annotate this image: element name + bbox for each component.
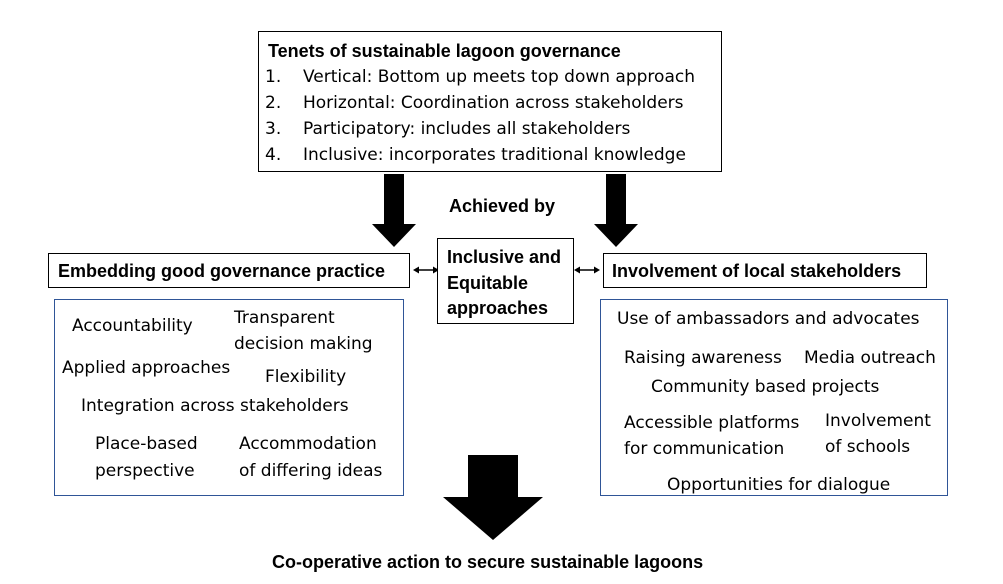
left-item: Transparent — [234, 308, 335, 328]
left-item: of differing ideas — [239, 461, 383, 481]
right-title: Involvement of local stakeholders — [612, 261, 902, 281]
achieved-by-label: Achieved by — [449, 196, 556, 216]
left-item: Place-based — [95, 434, 198, 454]
big-down-arrow — [443, 455, 543, 540]
right-item: Use of ambassadors and advocates — [617, 309, 920, 329]
down-arrow-left — [372, 174, 416, 247]
left-item: Accommodation — [239, 434, 377, 454]
right-item: Involvement — [825, 411, 931, 431]
center-line-2: Equitable — [447, 273, 529, 293]
left-item: Flexibility — [265, 367, 347, 387]
right-item: Accessible platforms — [624, 413, 800, 433]
left-list-box — [54, 299, 404, 496]
double-arrow-left — [413, 266, 439, 274]
left-item: Integration across stakeholders — [81, 396, 349, 416]
double-arrow-right — [574, 266, 600, 274]
right-item: Media outreach — [804, 348, 936, 368]
left-title: Embedding good governance practice — [58, 261, 386, 281]
right-list-box — [600, 299, 948, 496]
right-item: Raising awareness — [624, 348, 782, 368]
tenets-box: Tenets of sustainable lagoon governance … — [258, 31, 722, 172]
left-item: perspective — [95, 461, 195, 481]
right-item: Community based projects — [651, 377, 880, 397]
right-title-box: Involvement of local stakeholders — [603, 253, 927, 288]
right-item: of schools — [825, 437, 911, 457]
center-box: Inclusive and Equitable approaches — [437, 238, 574, 324]
left-item: Applied approaches — [62, 358, 231, 378]
right-item: Opportunities for dialogue — [667, 475, 891, 495]
left-item: Accountability — [72, 316, 193, 336]
left-item: decision making — [234, 334, 373, 354]
outcome-label: Co-operative action to secure sustainabl… — [272, 552, 704, 572]
tenets-title: Tenets of sustainable lagoon governance — [268, 41, 621, 61]
left-title-box: Embedding good governance practice — [48, 253, 410, 288]
center-line-1: Inclusive and — [447, 247, 562, 267]
right-item: for communication — [624, 439, 785, 459]
down-arrow-right — [594, 174, 638, 247]
center-line-3: approaches — [447, 298, 549, 318]
